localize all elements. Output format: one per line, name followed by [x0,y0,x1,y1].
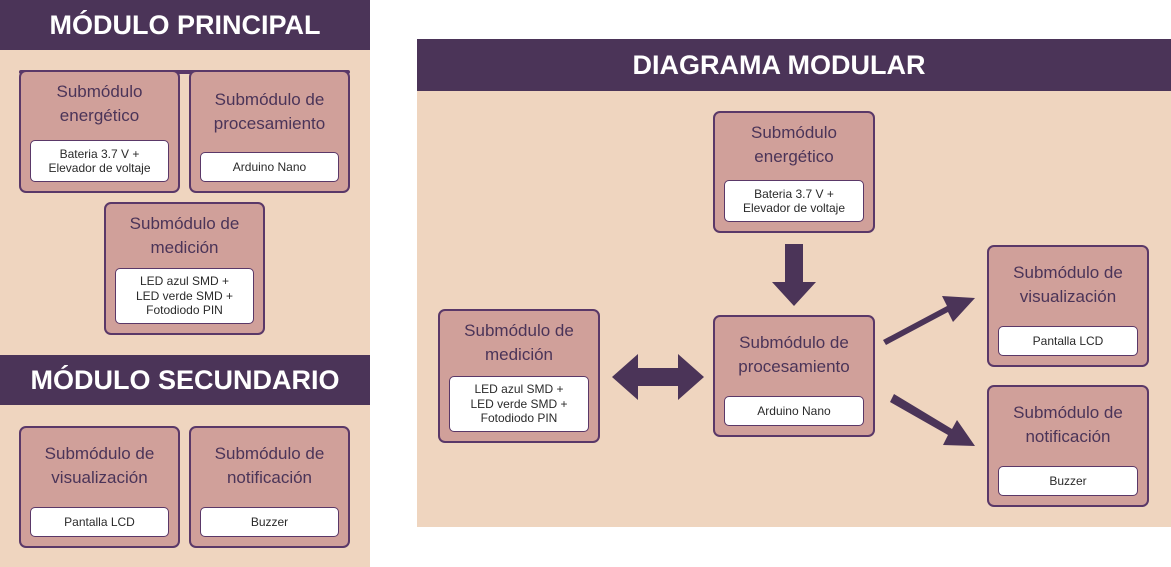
box-detail: Pantalla LCD [998,326,1138,356]
box-detail: Bateria 3.7 V + Elevador de voltaje [30,140,169,182]
right-submodulo-medicion-box: Submódulo de medición LED azul SMD + LED… [438,309,600,443]
box-title: Submódulo de medición [464,321,574,365]
box-title: Submódulo energético [750,123,837,167]
left-submodulo-visualizacion-box: Submódulo de visualización Pantalla LCD [19,426,180,548]
box-detail: Arduino Nano [200,152,339,182]
left-submodulo-energetico-box: Submódulo energético Bateria 3.7 V + Ele… [19,70,180,193]
arrow-medicion-procesamiento-bidirectional [612,354,704,400]
box-title: Submódulo energético [56,82,143,126]
box-detail: Arduino Nano [724,396,864,426]
box-title: Submódulo de medición [129,214,240,258]
box-title: Submódulo de notificación [214,444,325,488]
modulo-principal-title: MÓDULO PRINCIPAL [0,0,370,50]
left-submodulo-notificacion-box: Submódulo de notificación Buzzer [189,426,350,548]
box-detail: Bateria 3.7 V + Elevador de voltaje [724,180,864,222]
box-title: Submódulo de notificación [1013,403,1123,447]
right-submodulo-procesamiento-box: Submódulo de procesamiento Arduino Nano [713,315,875,437]
left-submodulo-medicion-box: Submódulo de medición LED azul SMD + LED… [104,202,265,335]
right-submodulo-notificacion-box: Submódulo de notificación Buzzer [987,385,1149,507]
box-title: Submódulo de visualización [1013,263,1123,307]
right-submodulo-visualizacion-box: Submódulo de visualización Pantalla LCD [987,245,1149,367]
box-detail: Buzzer [200,507,339,537]
box-detail: LED azul SMD + LED verde SMD + Fotodiodo… [115,268,254,324]
box-title: Submódulo de procesamiento [738,333,850,377]
right-submodulo-energetico-box: Submódulo energético Bateria 3.7 V + Ele… [713,111,875,233]
box-title: Submódulo de visualización [44,444,155,488]
arrow-procesamiento-to-notificacion [890,394,975,446]
box-detail: Buzzer [998,466,1138,496]
diagrama-modular-title: DIAGRAMA MODULAR [417,39,1171,91]
modulo-secundario-title: MÓDULO SECUNDARIO [0,355,370,405]
box-detail: Pantalla LCD [30,507,169,537]
box-detail: LED azul SMD + LED verde SMD + Fotodiodo… [449,376,589,432]
arrow-energetico-to-procesamiento [772,244,816,306]
left-submodulo-procesamiento-box: Submódulo de procesamiento Arduino Nano [189,70,350,193]
arrow-procesamiento-to-visualizacion [883,296,975,345]
box-title: Submódulo de procesamiento [213,90,326,134]
